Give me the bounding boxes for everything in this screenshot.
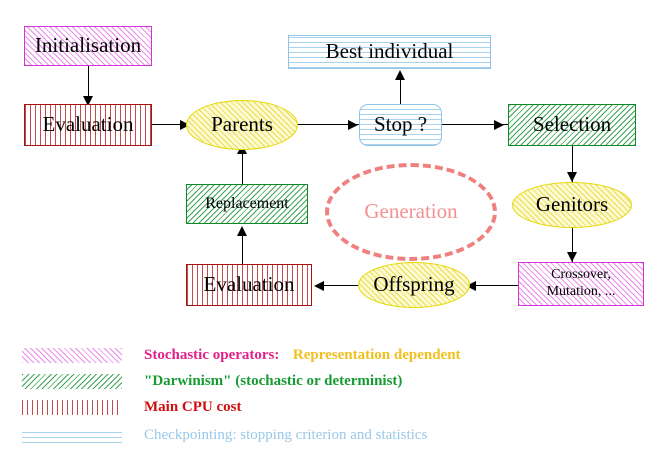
node-best-individual-label: Best individual bbox=[325, 39, 454, 64]
legend-label-checkpointing: Checkpointing: stopping criterion and st… bbox=[144, 426, 428, 443]
legend-label-stochastic-operators: Stochastic operators: bbox=[144, 346, 280, 363]
legend-label-representation-dependent: Representation dependent bbox=[285, 346, 461, 363]
node-evaluation-bottom-label: Evaluation bbox=[203, 272, 295, 297]
node-best-individual[interactable]: Best individual bbox=[288, 35, 491, 69]
legend-row-darwinism: "Darwinism" (stochastic or determinist) bbox=[22, 370, 402, 392]
node-selection-label: Selection bbox=[532, 112, 612, 137]
node-genitors-label: Genitors bbox=[535, 192, 609, 217]
legend-row-checkpointing: Checkpointing: stopping criterion and st… bbox=[22, 424, 427, 446]
node-stop-label: Stop ? bbox=[373, 112, 428, 137]
node-initialisation-label: Initialisation bbox=[34, 33, 142, 58]
node-evaluation-top-label: Evaluation bbox=[42, 112, 134, 137]
legend-row-main-cpu-cost: Main CPU cost bbox=[22, 396, 242, 418]
legend-swatch-red-vertical-hatch bbox=[22, 399, 122, 415]
legend: Stochastic operators: Representation dep… bbox=[0, 340, 662, 460]
legend-label-darwinism: "Darwinism" (stochastic or determinist) bbox=[144, 372, 403, 389]
node-initialisation[interactable]: Initialisation bbox=[24, 26, 152, 66]
node-generation-group: Generation bbox=[325, 163, 497, 261]
node-selection[interactable]: Selection bbox=[508, 104, 636, 146]
legend-swatch-blue-horizontal-hatch bbox=[22, 427, 122, 443]
node-generation-label: Generation bbox=[364, 199, 458, 224]
legend-swatch-magenta-hatch bbox=[22, 347, 122, 363]
legend-label-main-cpu-cost: Main CPU cost bbox=[144, 398, 242, 415]
node-replacement[interactable]: Replacement bbox=[186, 184, 308, 224]
node-stop[interactable]: Stop ? bbox=[359, 104, 442, 146]
node-offspring[interactable]: Offspring bbox=[358, 262, 470, 308]
node-replacement-label: Replacement bbox=[205, 194, 289, 212]
node-crossover-mutation[interactable]: Crossover, Mutation, ... bbox=[518, 262, 644, 306]
node-parents-label: Parents bbox=[211, 112, 273, 137]
legend-row-stochastic-operators: Stochastic operators: Representation dep… bbox=[22, 344, 461, 366]
node-crossover-mutation-label: Crossover, Mutation, ... bbox=[546, 267, 616, 299]
legend-swatch-green-hatch bbox=[22, 373, 122, 389]
node-offspring-label: Offspring bbox=[373, 272, 455, 297]
node-evaluation-top[interactable]: Evaluation bbox=[24, 104, 152, 146]
node-genitors[interactable]: Genitors bbox=[512, 182, 632, 228]
node-parents[interactable]: Parents bbox=[186, 100, 298, 150]
node-evaluation-bottom[interactable]: Evaluation bbox=[186, 264, 312, 306]
